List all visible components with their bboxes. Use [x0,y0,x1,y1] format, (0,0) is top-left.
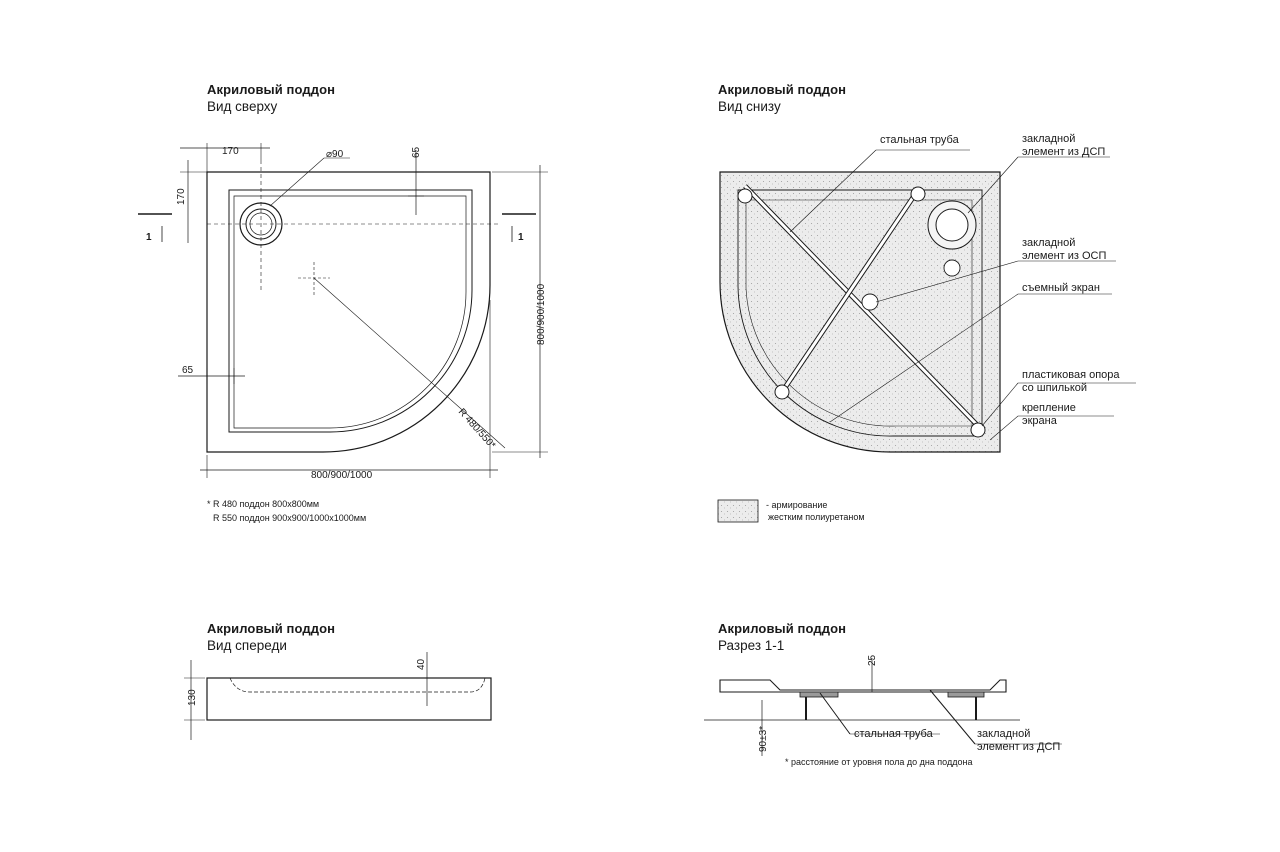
callout-screen: съемный экран [1022,282,1100,294]
tray-outline [206,171,491,453]
section-view-annotations: 25 90±3* стальная труба закладной элемен… [758,654,1060,767]
bottom-view-callouts: стальная труба закладной элемент из ДСП … [766,133,1120,522]
bottom-view [717,149,1136,523]
dim-130: 130 [187,689,198,706]
top-view [138,143,548,478]
callout-mount-2: экрана [1022,415,1058,427]
top-view-title: Акриловый поддон [207,82,336,97]
section-profile [719,679,1007,693]
tray-rim-edge [228,189,473,433]
dim-25: 25 [867,654,878,666]
callout-osp-2: элемент из ОСП [1022,250,1107,262]
section-note: * расстояние от уровня пола до дна поддо… [785,757,972,767]
front-view-subtitle: Вид спереди [207,638,287,653]
dim-170-top: 170 [222,146,239,157]
dim-90: 90±3* [758,726,769,752]
osp-element [943,259,961,277]
section-view [704,658,1062,756]
legend-line-2: жестким полиуретаном [768,512,865,522]
front-view-dimensions: 40 130 [187,658,427,706]
callout-support-1: пластиковая опора [1022,369,1120,381]
callout-dsp-1: закладной [1022,133,1075,145]
dim-170-side: 170 [176,188,187,205]
section-callout-dsp-1: закладной [977,728,1030,740]
legend-swatch [717,499,759,523]
dim-width: 800/900/1000 [311,470,373,481]
section-callout-dsp-2: элемент из ДСП [977,741,1060,753]
section-view-subtitle: Разрез 1-1 [718,638,785,653]
section-view-title: Акриловый поддон [718,621,847,636]
front-outline [206,677,492,721]
section-mark-right: 1 [518,232,524,243]
front-view-title: Акриловый поддон [207,621,336,636]
bottom-view-subtitle: Вид снизу [718,99,781,114]
dim-40: 40 [416,658,427,670]
dim-radius: R 480/550* [456,407,498,452]
callout-steel-pipe: стальная труба [880,134,960,146]
section-mark-left: 1 [146,232,152,243]
section-callout-steel-pipe: стальная труба [854,728,934,740]
legend-line-1: - армирование [766,500,827,510]
dim-65-top: 65 [411,146,422,158]
front-view [184,652,492,740]
dim-drain-diameter: ⌀90 [326,149,344,160]
callout-support-2: со шпилькой [1022,382,1087,394]
radius-note-2: R 550 поддон 900х900/1000х1000мм [213,513,366,523]
bottom-view-title: Акриловый поддон [718,82,847,97]
dim-65-left: 65 [182,365,194,376]
callout-dsp-2: элемент из ДСП [1022,146,1105,158]
radius-note-1: * R 480 поддон 800х800мм [207,499,319,509]
top-view-subtitle: Вид сверху [207,99,278,114]
callout-osp-1: закладной [1022,237,1075,249]
callout-mount-1: крепление [1022,402,1076,414]
top-view-dimensions: 170 ⌀90 65 170 1 1 65 R 480/550* 800/900… [146,146,547,523]
dim-height: 800/900/1000 [536,283,547,345]
